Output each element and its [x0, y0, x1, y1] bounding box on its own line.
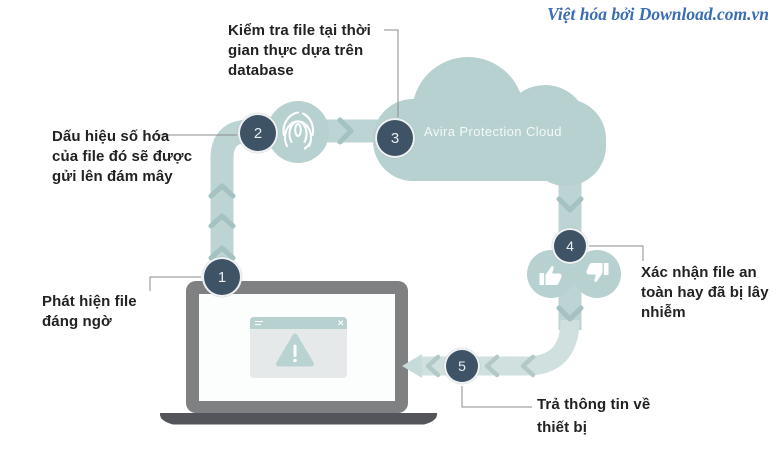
chevron-left-icon: [520, 354, 536, 378]
cloud-shape: [373, 57, 606, 186]
arrow-left-icon: [402, 354, 422, 378]
label-line: Dấu hiệu số hóa: [52, 128, 170, 145]
chevron-left-icon: [484, 354, 500, 378]
connector-step1: [149, 276, 201, 291]
menu-lines-icon: [255, 320, 263, 326]
return-chevrons: [556, 196, 584, 322]
chevron-right-icon: [337, 117, 354, 145]
fingerprint-icon: [267, 101, 329, 163]
step-3-label: Kiểm tra file tại thời gian thực dựa trê…: [228, 21, 371, 81]
label-line: Kiểm tra file tại thời: [228, 22, 371, 39]
step-2-number: 2: [253, 124, 263, 142]
step-4-label: Xác nhận file an toàn hay đã bị lây nhiễ…: [641, 263, 769, 323]
thumbs-down-icon: [586, 263, 609, 282]
upload-chevrons: [208, 117, 354, 261]
step-5-label: Trả thông tin về thiết bị: [537, 393, 650, 439]
label-line: Phát hiện file: [42, 293, 137, 310]
step-3-number: 3: [390, 129, 400, 147]
warning-exclamation-dot: [293, 358, 297, 363]
label-line: thiết bị: [537, 419, 587, 436]
connector-step4: [589, 245, 644, 261]
warning-dialog: [250, 317, 347, 378]
chevron-down-icon: [556, 305, 584, 322]
step-4-number: 4: [566, 238, 574, 254]
chevron-left-icon: [425, 354, 441, 378]
step-2-badge: 2: [238, 113, 278, 153]
label-connectors: [149, 29, 644, 408]
step-3-badge: 3: [375, 118, 415, 158]
thumbs-up-icon: [539, 266, 562, 285]
step-1-label: Phát hiện file đáng ngờ: [42, 292, 137, 332]
close-icon: [338, 320, 344, 326]
chevron-up-icon: [208, 245, 236, 261]
step-4-badge: 4: [552, 228, 588, 264]
connector-step5: [461, 386, 532, 408]
connector-step3: [384, 29, 399, 117]
path-return-horizontal: [421, 319, 580, 376]
label-line: toàn hay đã bị lây: [641, 284, 769, 301]
label-line: của file đó sẽ được: [52, 148, 193, 165]
chevron-up-icon: [208, 183, 236, 199]
watermark-credit: Việt hóa bởi Download.com.vn: [547, 4, 769, 24]
step-1-badge: 1: [202, 257, 242, 297]
label-line: Xác nhận file an: [641, 264, 757, 281]
label-line: Trả thông tin về: [537, 396, 651, 413]
label-line: gửi lên đám mây: [52, 168, 173, 185]
label-line: đáng ngờ: [42, 313, 112, 330]
step-5-badge: 5: [444, 348, 480, 384]
label-line: gian thực dựa trên: [228, 42, 364, 59]
step-5-number: 5: [458, 358, 466, 374]
step-2-label: Dấu hiệu số hóa của file đó sẽ được gửi …: [52, 127, 192, 187]
label-line: database: [228, 62, 294, 79]
chevron-down-icon: [556, 196, 584, 213]
return-chevrons-light: [425, 354, 536, 378]
dialog-titlebar-fill: [250, 324, 347, 329]
cloud-title: Avira Protection Cloud: [424, 124, 562, 139]
laptop-base: [159, 413, 438, 425]
chevron-up-icon: [208, 213, 236, 229]
step-1-number: 1: [217, 268, 227, 286]
label-line: nhiễm: [641, 304, 686, 321]
